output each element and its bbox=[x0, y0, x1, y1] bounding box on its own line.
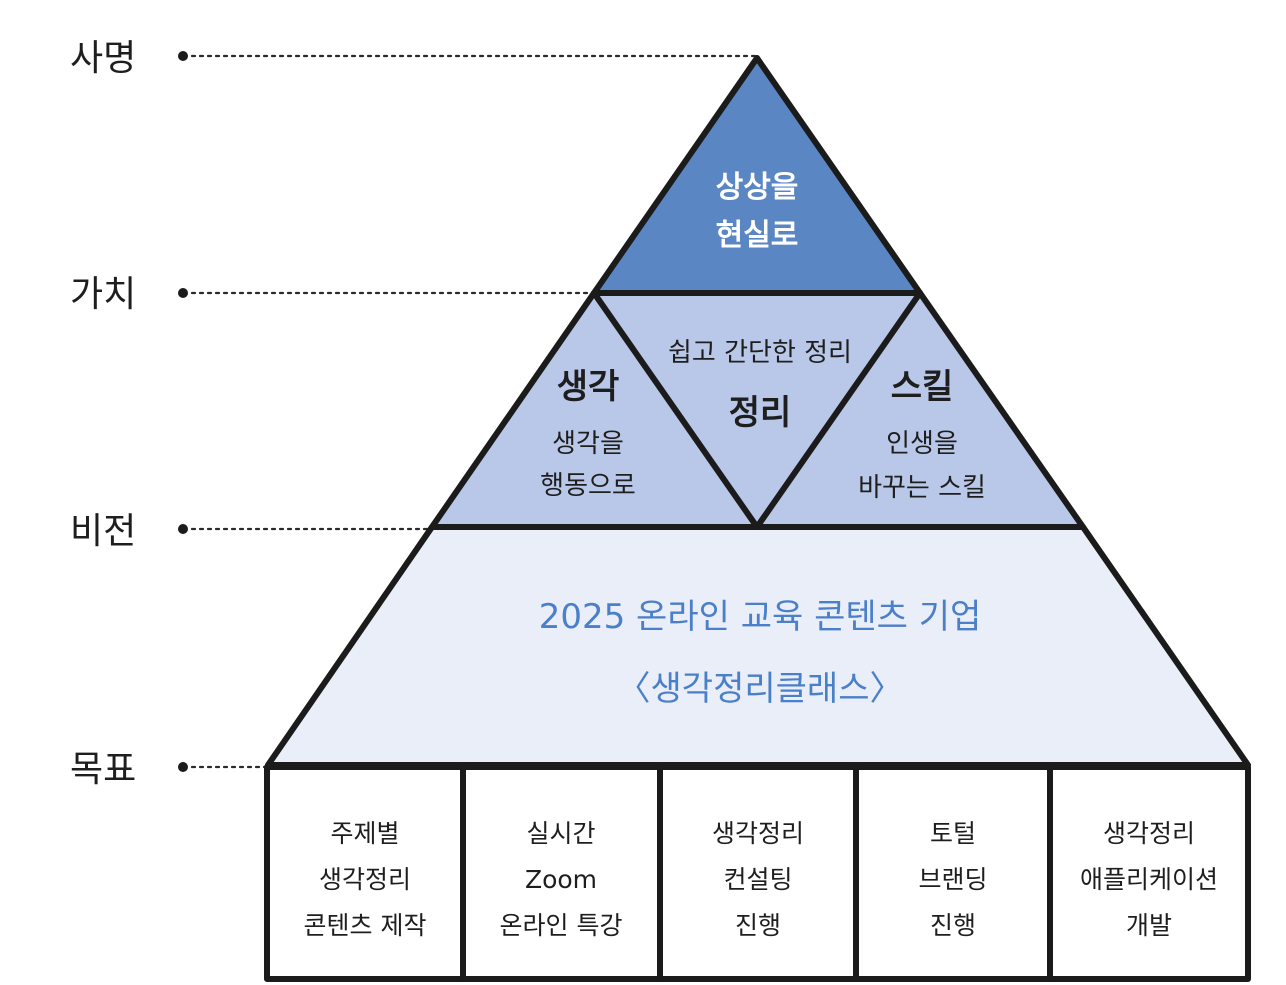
level-label-vision: 비전 bbox=[70, 511, 136, 552]
value-right-sub-2: 바꾸는 스킬 bbox=[858, 473, 986, 503]
goal-3-line-3: 진행 bbox=[735, 911, 781, 940]
goal-box-content: 생각정리 애플리케이션 개발 bbox=[1080, 819, 1218, 940]
level-value: 가치 bbox=[70, 274, 595, 315]
vision-band bbox=[265, 524, 1251, 768]
goal-2-line-1: 실시간 bbox=[526, 819, 595, 848]
level-mission: 사명 bbox=[70, 38, 757, 79]
goal-box-content: 토털 브랜딩 진행 bbox=[918, 819, 987, 940]
goal-1-line-3: 콘텐츠 제작 bbox=[304, 911, 427, 940]
leader-dot bbox=[178, 762, 188, 772]
level-label-value: 가치 bbox=[70, 274, 136, 315]
goal-3-line-1: 생각정리 bbox=[712, 819, 804, 848]
leader-dot bbox=[178, 51, 188, 61]
goal-1-line-1: 주제별 bbox=[330, 819, 399, 848]
goal-row: 주제별 생각정리 콘텐츠 제작 실시간 Zoom 온라인 특강 생각정리 컨설팅… bbox=[264, 764, 1251, 982]
goal-row-frame bbox=[264, 764, 1251, 982]
value-left-sub-1: 생각을 bbox=[552, 429, 624, 459]
goal-box-content: 주제별 생각정리 콘텐츠 제작 bbox=[304, 819, 427, 940]
mission-line-2: 현실로 bbox=[716, 218, 799, 253]
level-label-mission: 사명 bbox=[70, 38, 136, 79]
goal-box-content: 실시간 Zoom 온라인 특강 bbox=[500, 819, 623, 940]
mission-triangle bbox=[591, 55, 923, 296]
goal-box-content: 생각정리 컨설팅 진행 bbox=[712, 819, 804, 940]
level-vision: 비전 bbox=[70, 511, 434, 552]
goal-4-line-1: 토털 bbox=[930, 819, 976, 848]
vision-line-2: 〈생각정리클래스〉 bbox=[617, 669, 904, 709]
goal-5-line-2: 애플리케이션 bbox=[1080, 865, 1218, 894]
vision-line-1: 2025 온라인 교육 콘텐츠 기업 bbox=[539, 597, 982, 637]
goal-2-line-2: Zoom bbox=[525, 865, 597, 894]
level-goal: 목표 bbox=[70, 749, 270, 790]
goal-5-line-1: 생각정리 bbox=[1103, 819, 1195, 848]
leader-dot bbox=[178, 288, 188, 298]
level-label-goal: 목표 bbox=[70, 749, 136, 790]
goal-4-line-3: 진행 bbox=[930, 911, 976, 940]
leader-dot bbox=[178, 524, 188, 534]
goal-1-line-2: 생각정리 bbox=[319, 865, 411, 894]
value-right-title: 스킬 bbox=[891, 367, 954, 407]
goal-2-line-3: 온라인 특강 bbox=[500, 911, 623, 940]
goal-3-line-2: 컨설팅 bbox=[723, 865, 792, 894]
value-center-sub: 쉽고 간단한 정리 bbox=[668, 338, 852, 368]
value-left-sub-2: 행동으로 bbox=[540, 471, 636, 501]
mission-line-1: 상상을 bbox=[716, 170, 799, 205]
value-right-sub-1: 인생을 bbox=[886, 429, 958, 459]
goal-4-line-2: 브랜딩 bbox=[918, 865, 987, 894]
value-left-title: 생각 bbox=[557, 367, 620, 407]
goal-5-line-3: 개발 bbox=[1126, 911, 1172, 940]
value-center-title: 정리 bbox=[729, 393, 792, 433]
